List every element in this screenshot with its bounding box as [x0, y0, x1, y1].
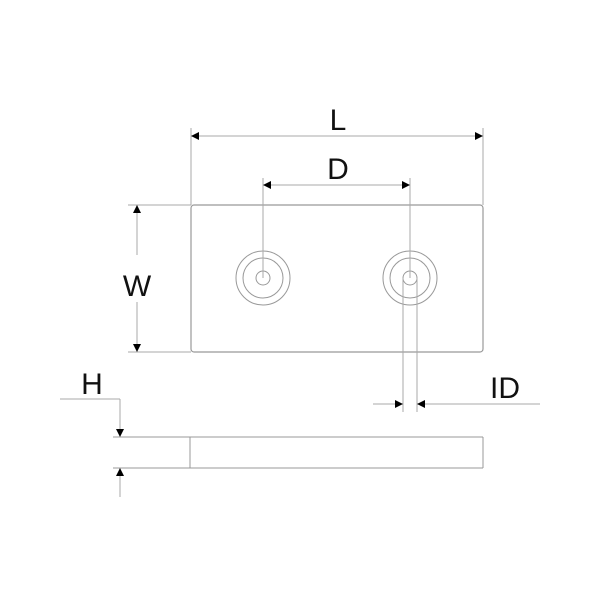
width-label: W — [123, 270, 152, 303]
height-label: H — [81, 368, 103, 401]
distance-label: D — [327, 153, 349, 186]
length-dimension — [190, 128, 484, 205]
plate-top-view — [190, 204, 484, 353]
plate-side-view — [113, 436, 484, 469]
inner-diameter-dimension — [373, 278, 540, 412]
length-label: L — [330, 104, 347, 137]
height-dimension — [60, 398, 124, 497]
width-dimension — [128, 204, 191, 353]
distance-dimension — [262, 178, 411, 278]
inner-diameter-label: ID — [490, 372, 520, 405]
